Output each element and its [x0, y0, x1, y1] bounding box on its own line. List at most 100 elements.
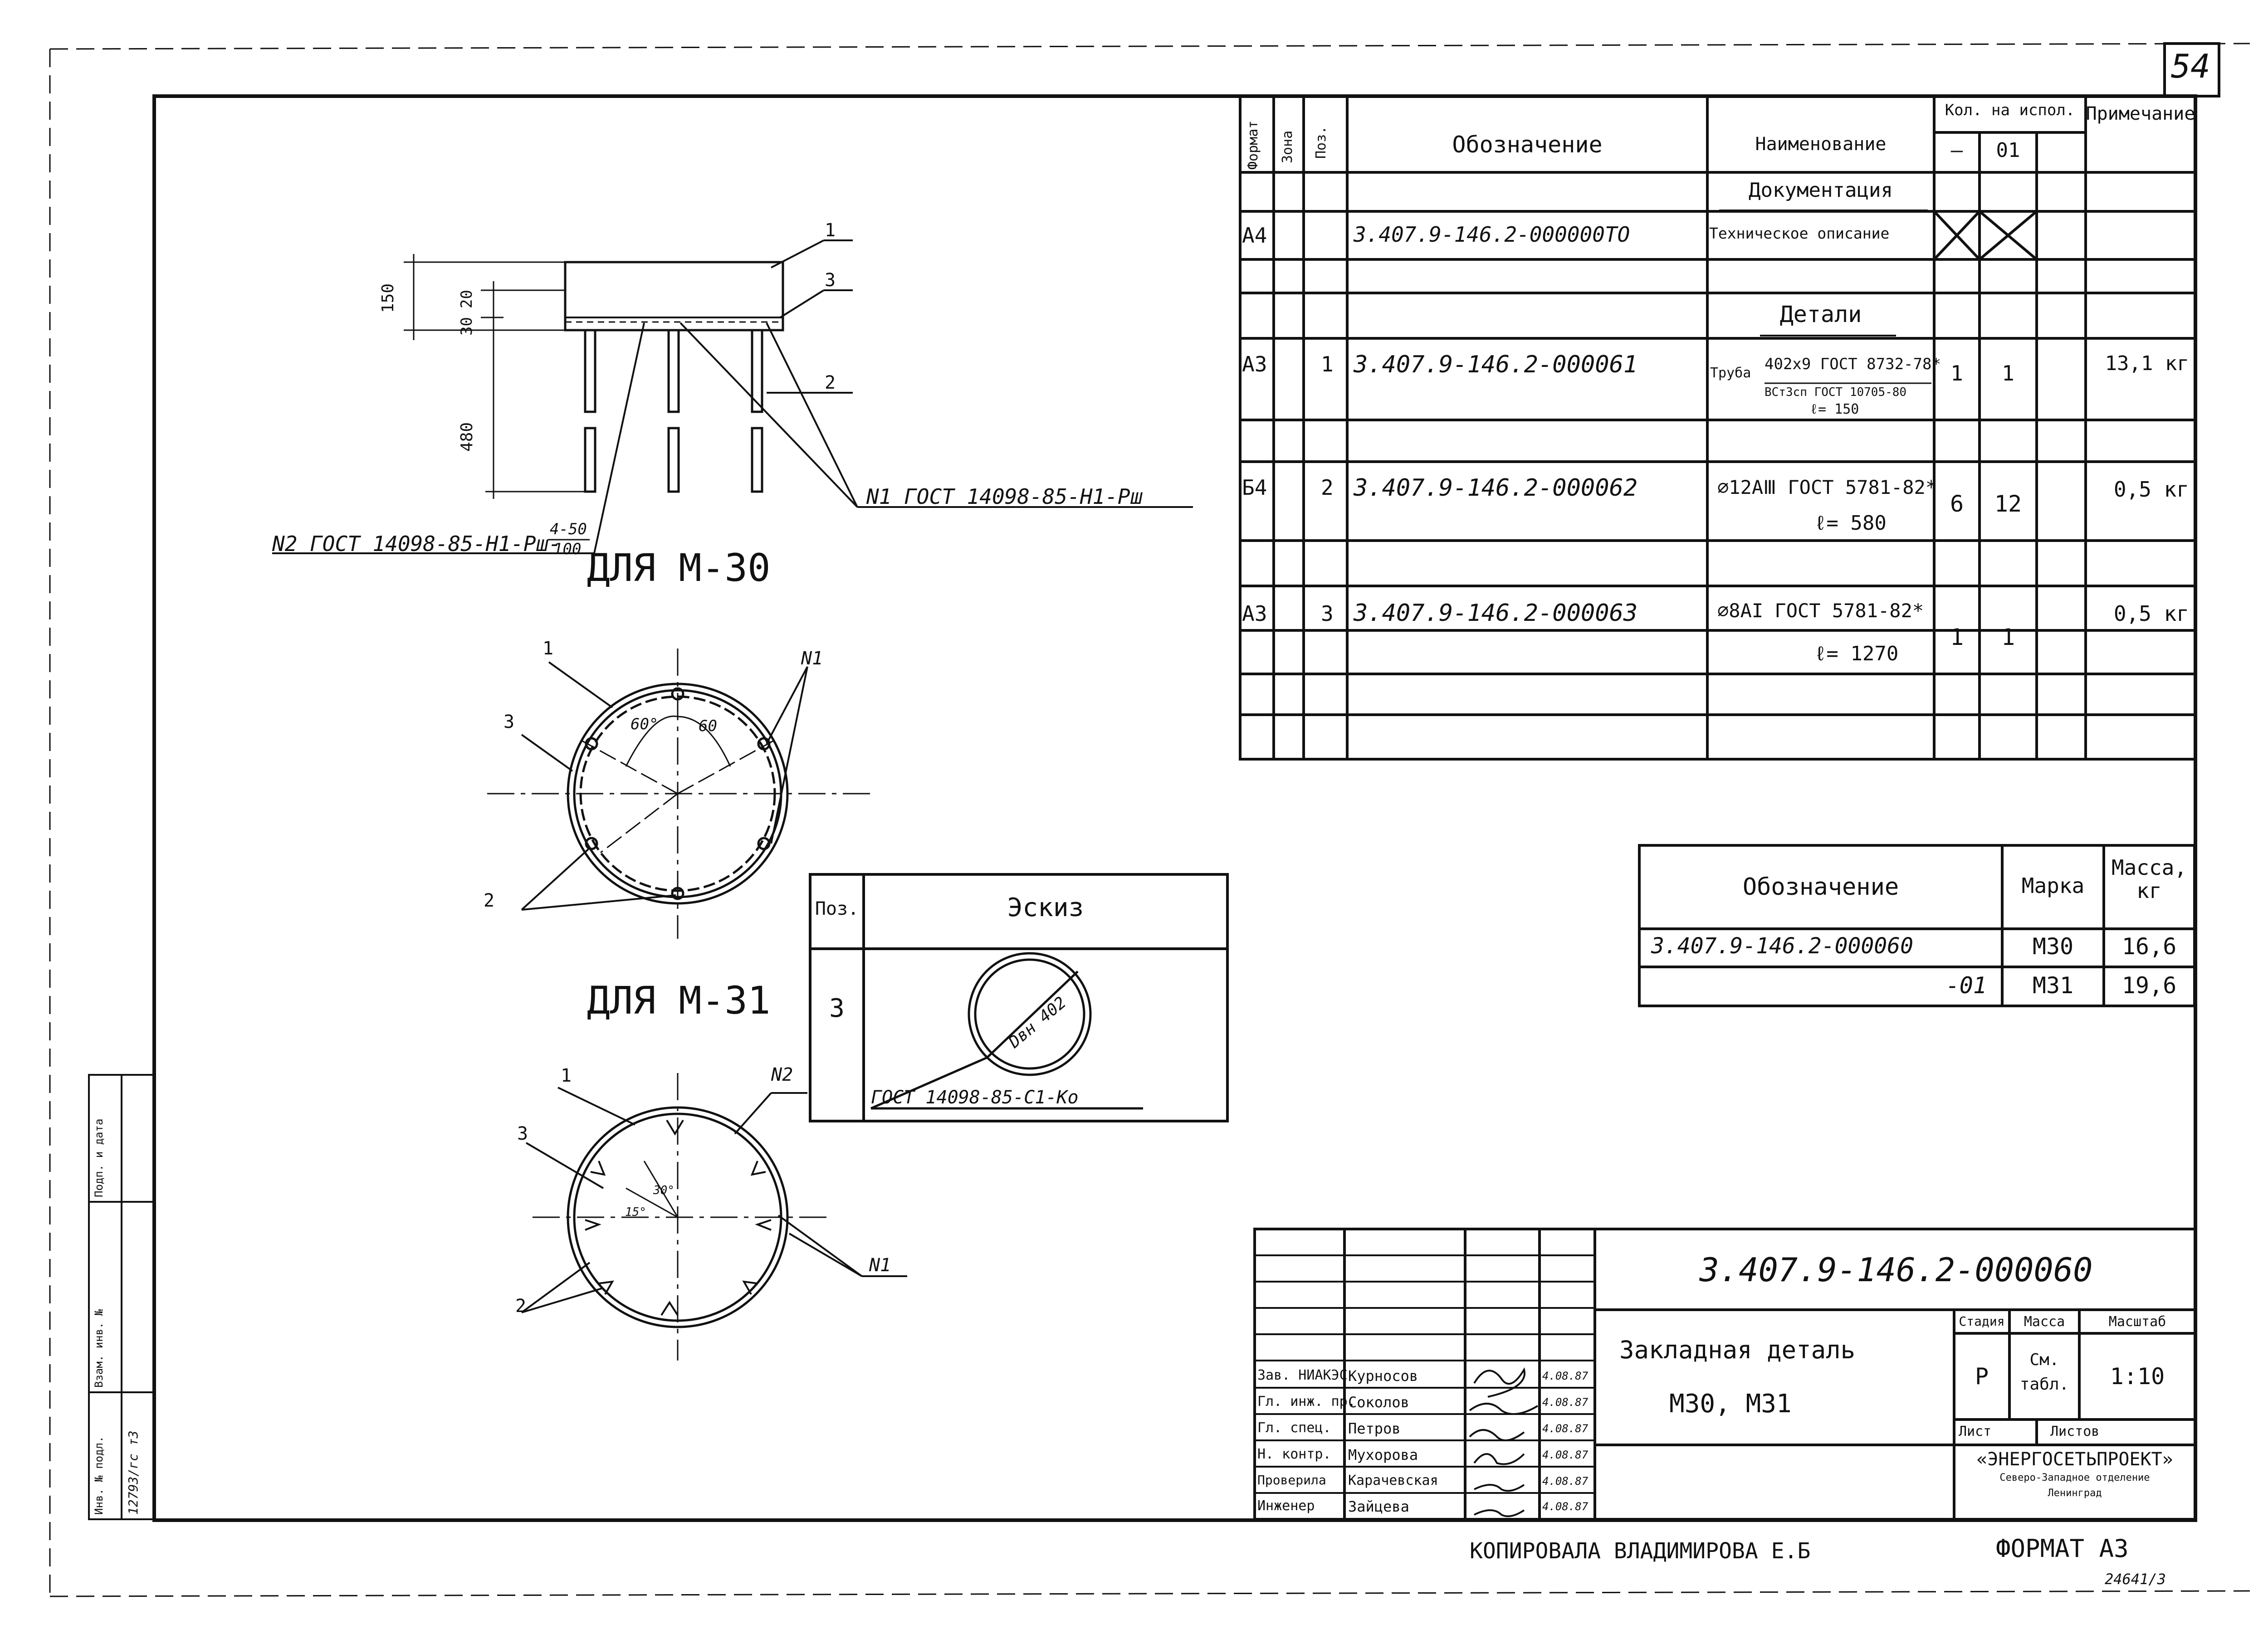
spec-row-5-pos: 3	[1321, 601, 1334, 626]
title-sheet-label: Лист	[1959, 1424, 1992, 1439]
spec-row-4-note: 0,5 кг	[2113, 477, 2189, 502]
trim-lines	[49, 43, 2250, 1597]
spec-row-5-qty-b: 1	[2001, 624, 2015, 650]
mass-col-mark: Марка	[2021, 873, 2085, 898]
signer-0-name: Курносов	[1348, 1367, 1418, 1385]
mass-col-designation: Обозначение	[1742, 873, 1899, 901]
spec-row-5-designation: 3.407.9-146.2-000063	[1354, 600, 1638, 627]
title-mass-label: Масса	[2024, 1314, 2065, 1330]
side-label-replace: Взам. инв. №	[93, 1309, 105, 1388]
m31-plan	[521, 1073, 907, 1361]
signer-5-name: Зайцева	[1348, 1498, 1409, 1515]
spec-col-name: Наименование	[1755, 134, 1887, 155]
m31-angle-b: 30°	[653, 1184, 675, 1197]
spec-row-3-qty-b: 1	[2002, 361, 2014, 385]
spec-row-3-format: А3	[1242, 352, 1267, 376]
side-inventory-number: 12793/гс т3	[126, 1430, 141, 1515]
title-name-line1: Закладная деталь	[1619, 1336, 1856, 1364]
title-block-grid	[1253, 1228, 2197, 1521]
spec-row-4-name-len: ℓ= 580	[1814, 512, 1887, 535]
signer-4-name: Карачевская	[1348, 1473, 1438, 1488]
title-scale: 1:10	[2110, 1363, 2165, 1390]
m31-title: ДЛЯ М-31	[587, 978, 771, 1023]
sketch-col-pos: Поз.	[815, 898, 859, 919]
spec-row-3-designation: 3.407.9-146.2-000061	[1354, 351, 1638, 378]
drawing-frame	[152, 94, 2197, 1522]
mass-row-0-mark: М30	[2032, 933, 2074, 960]
m30-dim-30: 30	[458, 317, 476, 336]
m30-dim-150: 150	[379, 283, 397, 313]
plan1-weld: N1	[801, 648, 823, 669]
spec-row-3-name-bot: ВСт3сп ГОСТ 10705-80	[1765, 385, 1907, 399]
spec-row-3-name: Труба	[1710, 365, 1751, 381]
spec-col-pos: Поз.	[1313, 126, 1329, 159]
m30-elevation	[272, 239, 1193, 554]
m30-dim-20: 20	[458, 290, 476, 308]
spec-row-5-note: 0,5 кг	[2113, 601, 2189, 626]
mass-table-grid	[1638, 844, 2196, 1007]
sketch-table-grid	[809, 873, 1229, 1122]
plan1-callout-1: 1	[543, 638, 554, 659]
m30-dim-480: 480	[458, 422, 476, 452]
sketch-weld-note: ГОСТ 14098-85-С1-Ко	[871, 1087, 1079, 1108]
signer-1-role: Гл. инж. пр.	[1257, 1394, 1356, 1410]
title-scale-label: Масштаб	[2108, 1314, 2166, 1330]
title-sheets-label: Листов	[2050, 1424, 2100, 1439]
signer-2-date: 4.08.87	[1542, 1422, 1589, 1435]
signer-1-name: Соколов	[1348, 1394, 1409, 1411]
spec-row-5-qty-a: 1	[1950, 624, 1964, 650]
signer-4-date: 4.08.87	[1542, 1475, 1589, 1488]
m30-weld-n2-frac-top: 4-50	[550, 520, 587, 538]
spec-row-4-name: ⌀12АⅢ ГОСТ 5781-82*	[1717, 476, 1937, 498]
spec-row-4-format: Б4	[1242, 475, 1267, 500]
spec-row-3-pos: 1	[1321, 352, 1334, 376]
spec-col-zone: Зона	[1280, 130, 1295, 163]
m30-plan	[487, 649, 875, 939]
spec-row-5-format: А3	[1242, 601, 1267, 626]
copied-by: КОПИРОВАЛА ВЛАДИМИРОВА Е.Б	[1470, 1538, 1811, 1564]
title-mass-value: См. табл.	[2019, 1351, 2069, 1394]
m31-callout-1: 1	[561, 1065, 572, 1086]
m30-callout-3: 3	[825, 270, 836, 291]
m30-weld-n1: N1 ГОСТ 14098-85-Н1-Рш	[866, 484, 1143, 509]
mass-row-0-mass: 16,6	[2121, 933, 2177, 960]
plan1-callout-3: 3	[503, 712, 515, 732]
signer-4-role: Проверила	[1257, 1473, 1326, 1488]
spec-row-3-note: 13,1 кг	[2105, 352, 2189, 375]
m31-angle-a: 15°	[625, 1205, 646, 1219]
m31-weld-n2: N2	[771, 1064, 793, 1085]
mass-row-0-designation: 3.407.9-146.2-000060	[1651, 933, 1913, 959]
spec-row-1-designation: 3.407.9-146.2-000000ТО	[1354, 222, 1630, 247]
sketch-pos: 3	[829, 994, 845, 1023]
signer-3-role: Н. контр.	[1257, 1446, 1331, 1462]
title-org-sub1: Северо-Западное отделение	[1999, 1472, 2150, 1483]
m30-callout-2: 2	[825, 372, 836, 393]
title-org-sub2: Ленинград	[2048, 1488, 2102, 1499]
m31-callout-3: 3	[517, 1123, 528, 1144]
spec-col-qty-b: 01	[1996, 139, 2020, 162]
m30-weld-n2: N2 ГОСТ 14098-85-Н1-Рш-	[272, 532, 561, 556]
sketch-pipe	[870, 952, 1143, 1110]
spec-row-5-name-len: ℓ= 1270	[1814, 642, 1899, 665]
m30-title: ДЛЯ М-30	[587, 546, 771, 590]
side-label-signature: Подп. и дата	[93, 1118, 105, 1197]
signatures	[1469, 1367, 1539, 1517]
plan1-callout-2: 2	[484, 890, 495, 911]
mass-row-1-designation: -01	[1945, 972, 1987, 999]
spec-row-4-qty-a: 6	[1950, 491, 1964, 517]
signer-3-name: Мухорова	[1348, 1446, 1418, 1463]
m31-callout-2: 2	[515, 1296, 527, 1317]
mass-row-1-mark: М31	[2032, 972, 2074, 999]
signer-5-date: 4.08.87	[1542, 1500, 1589, 1513]
spec-col-designation: Обозначение	[1452, 132, 1603, 158]
spec-col-qty-a: —	[1950, 139, 1963, 162]
title-stage-label: Стадия	[1959, 1314, 2005, 1329]
title-org: «ЭНЕРГОСЕТЬПРОЕКТ»	[1976, 1449, 2173, 1470]
signer-0-date: 4.08.87	[1542, 1370, 1589, 1382]
spec-row-4-qty-b: 12	[1994, 491, 2022, 517]
mass-row-1-mass: 19,6	[2121, 972, 2177, 999]
side-label-inventory: Инв. № подл.	[93, 1436, 105, 1515]
title-name-line2: М30, М31	[1669, 1389, 1792, 1419]
sheet-number: 54	[2171, 47, 2210, 85]
spec-row-1-name: Техническое описание	[1709, 224, 1890, 242]
